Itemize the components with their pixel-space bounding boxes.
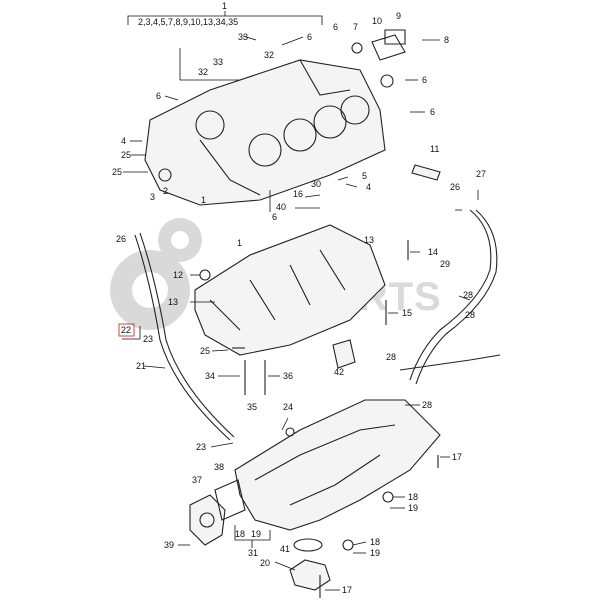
callout-18a: 18 [408,492,418,502]
callout-12: 12 [173,270,183,280]
callout-34: 34 [205,371,215,381]
callout-19b: 19 [251,529,261,539]
callout-1b: 1 [201,195,206,205]
callout-41: 41 [280,544,290,554]
callout-6c: 6 [422,75,427,85]
callout-3: 3 [150,192,155,202]
callout-24: 24 [283,402,293,412]
callout-19c: 19 [370,548,380,558]
callout-19a: 19 [408,503,418,513]
callout-6a: 6 [307,32,312,42]
callout-14: 14 [428,247,438,257]
callout-1c: 1 [237,238,242,248]
callout-28b: 28 [465,310,475,320]
callout-31: 31 [248,548,258,558]
callout-28a: 28 [463,290,473,300]
callout-22-box [118,323,135,337]
callout-7: 7 [353,22,358,32]
callout-4a: 4 [121,136,126,146]
callout-28c: 28 [386,352,396,362]
gasket [214,479,246,521]
callout-6e: 6 [156,91,161,101]
crank-sensor [332,339,356,369]
callout-6f: 6 [272,212,277,222]
sealant-tube [411,164,441,181]
callout-22: 22 [121,325,131,335]
callout-9: 9 [396,11,401,21]
callout-26b: 26 [116,234,126,244]
callout-15: 15 [402,308,412,318]
oil-pan [234,399,441,531]
callout-23a: 23 [143,334,153,344]
callout-35: 35 [247,402,257,412]
callout-36: 36 [283,371,293,381]
callout-1-top: 1 [222,1,227,11]
callout-20: 20 [260,558,270,568]
callout-18c: 18 [370,537,380,547]
callout-33a: 33 [238,32,248,42]
callout-13a: 13 [364,235,374,245]
callout-30: 30 [311,179,321,189]
callout-17a: 17 [452,452,462,462]
leader-lines [122,35,479,591]
callout-32a: 32 [198,67,208,77]
callout-37: 37 [192,475,202,485]
callout-6b: 6 [333,22,338,32]
oil-return-pipe [399,209,501,385]
dipstick-tube [134,232,235,441]
callout-40: 40 [276,202,286,212]
callout-32b: 32 [264,50,274,60]
oil-pump [189,494,226,546]
callout-23b: 23 [196,442,206,452]
callout-26a: 26 [450,182,460,192]
hardware [158,29,439,598]
callout-38: 38 [214,462,224,472]
group-part-list: 2,3,4,5,7,8,9,10,13,34,35 [138,17,238,27]
callout-16: 16 [293,189,303,199]
callout-27: 27 [476,169,486,179]
callout-2: 2 [163,186,168,196]
callout-39: 39 [164,540,174,550]
callout-18b: 18 [235,529,245,539]
callout-8: 8 [444,35,449,45]
callout-11: 11 [430,144,439,154]
callout-17b: 17 [342,585,352,595]
callout-5: 5 [362,171,367,181]
callout-29: 29 [440,259,450,269]
callout-28d: 28 [422,400,432,410]
lower-engine-block [194,224,386,356]
callout-25c: 25 [200,346,210,356]
callouts: 33 33 32 32 6 6 7 10 9 8 6 6 6 4 25 25 2… [112,11,486,595]
oil-filter-housing [289,538,331,591]
callout-33b: 33 [213,57,223,67]
upper-engine-block [144,59,386,206]
callout-6d: 6 [430,107,435,117]
callout-13b: 13 [168,297,178,307]
callout-4b: 4 [366,182,371,192]
callout-10: 10 [372,16,382,26]
callout-21: 21 [136,361,146,371]
callout-42: 42 [334,367,344,377]
callout-25b: 25 [112,167,122,177]
callout-25a: 25 [121,150,131,160]
